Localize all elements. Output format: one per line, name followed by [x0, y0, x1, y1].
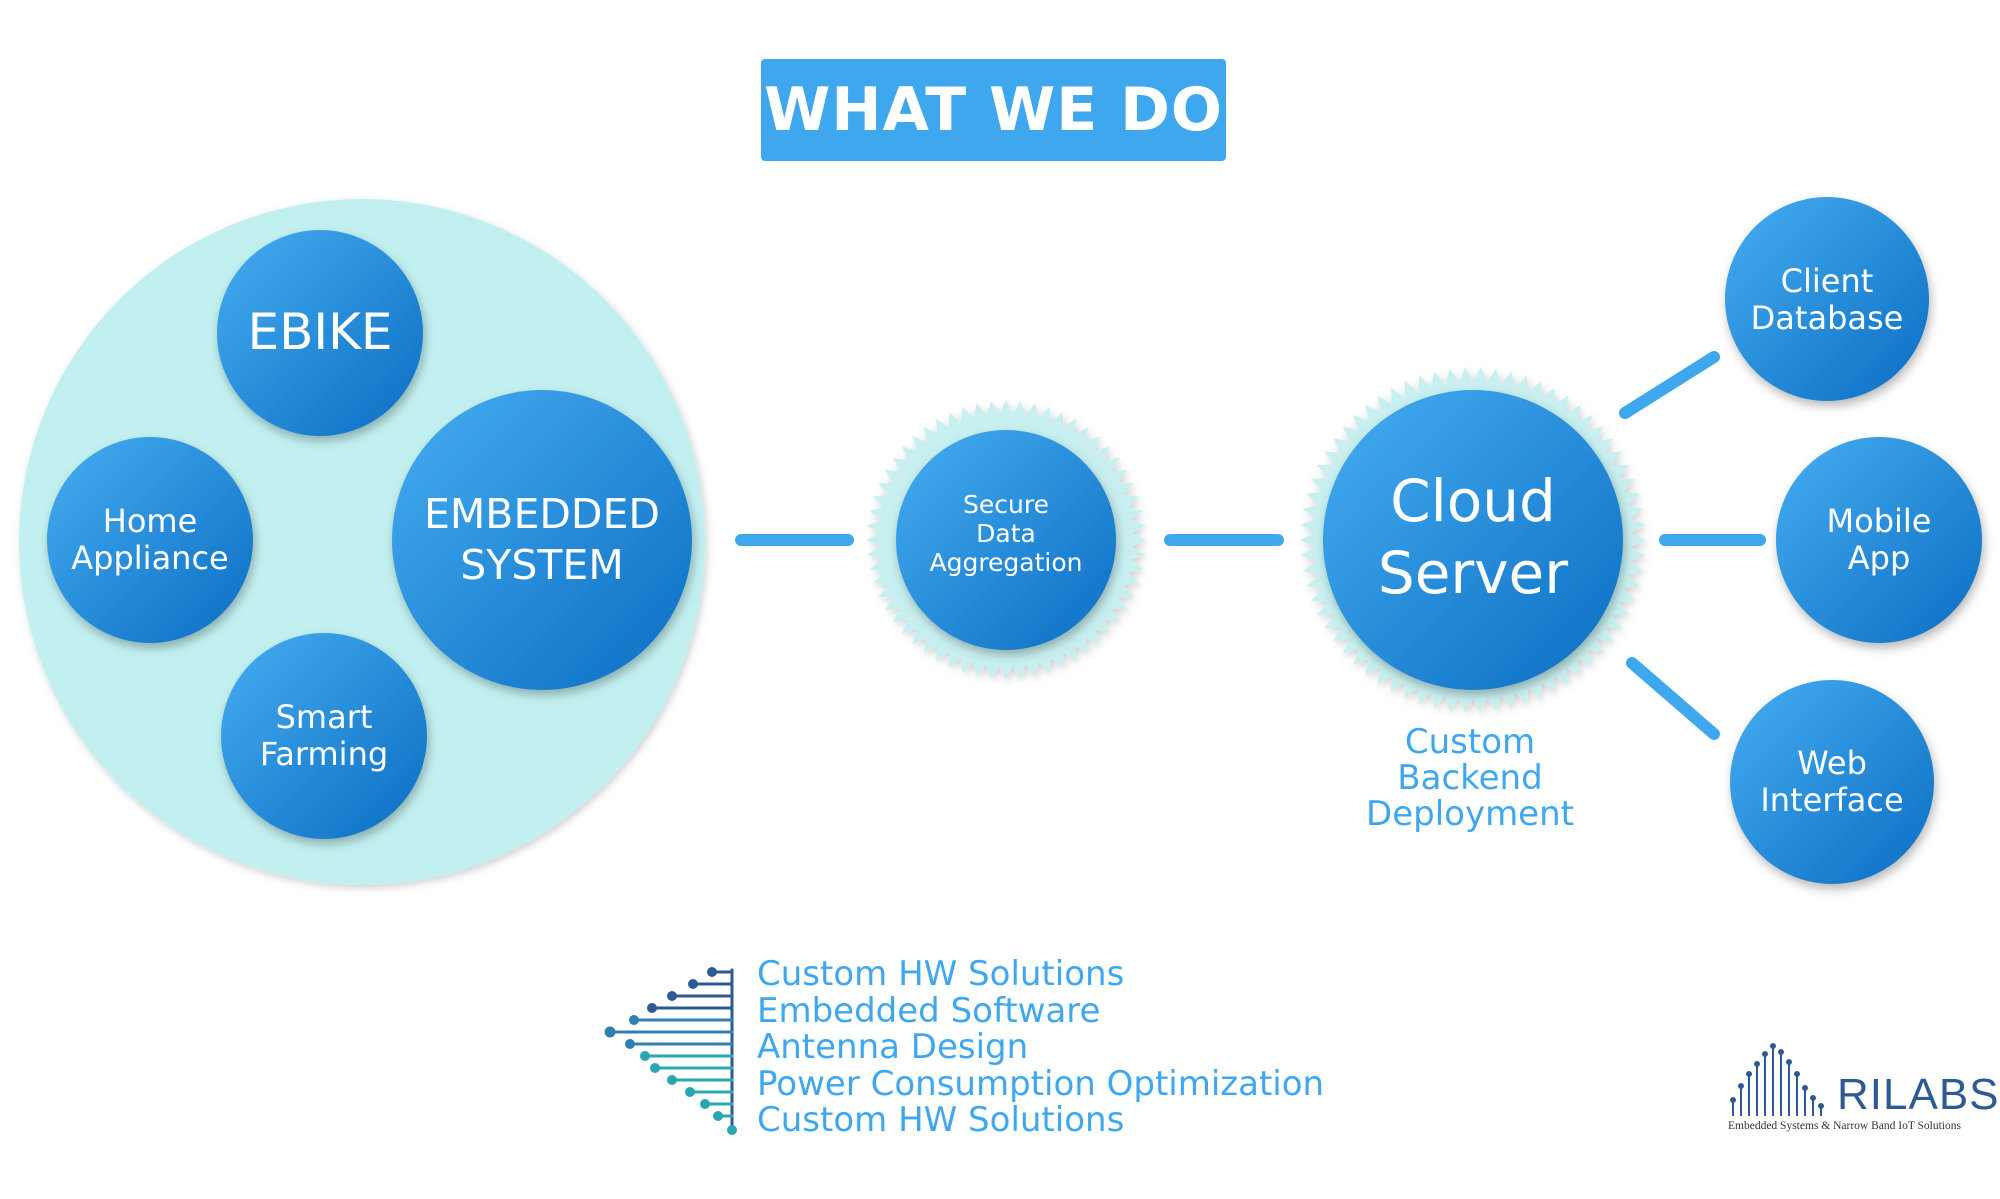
page-title: WHAT WE DO: [764, 75, 1223, 145]
cloud-server-node: [1323, 390, 1623, 690]
ebike-node: [217, 230, 423, 436]
home-appliance-label: Home Appliance: [71, 502, 229, 577]
title-banner: WHAT WE DO: [761, 59, 1226, 161]
ebike-label: EBIKE: [247, 303, 393, 362]
aggregation-label: Secure Data Aggregation: [929, 489, 1083, 577]
connector-cloud-to-client-database: [1619, 351, 1720, 419]
service-item: Custom HW Solutions: [757, 954, 1125, 994]
device-group-circle: [19, 199, 705, 885]
mobile-app-node: [1776, 437, 1982, 643]
smart-farming-label: Smart Farming: [259, 698, 389, 773]
embedded-system-node: [392, 390, 692, 690]
brand-name: RILABS: [1837, 1070, 2000, 1119]
service-item: Power Consumption Optimization: [757, 1063, 1325, 1104]
client-database-label: Client Database: [1750, 262, 1904, 337]
connector-cloud-to-web-interface: [1626, 657, 1720, 740]
smart-farming-node: [221, 633, 427, 839]
signal-bars-icon: [1730, 1043, 1824, 1116]
home-appliance-node: [47, 437, 253, 643]
cloud-caption: Custom Backend Deployment: [1366, 722, 1574, 835]
client-database-node: [1725, 197, 1929, 401]
service-item: Embedded Software: [757, 990, 1101, 1031]
service-item: Antenna Design: [757, 1027, 1029, 1067]
aggregation-node: [896, 430, 1116, 650]
embedded-system-label: EMBEDDED SYSTEM: [424, 489, 660, 589]
services-list: Custom HW Solutions Embedded Software An…: [757, 956, 1324, 1139]
web-interface-label: Web Interface: [1760, 744, 1904, 819]
brand-tagline: Embedded Systems & Narrow Band IoT Solut…: [1728, 1120, 1961, 1132]
brand-logo: RILABS Embedded Systems & Narrow Band Io…: [1725, 1040, 1999, 1140]
service-item: Custom HW Solutions: [757, 1100, 1125, 1140]
mobile-app-label: Mobile App: [1826, 502, 1932, 577]
circuit-lines-icon: [604, 967, 737, 1135]
cloud-server-label: Cloud Server: [1377, 466, 1569, 608]
web-interface-node: [1730, 680, 1934, 884]
